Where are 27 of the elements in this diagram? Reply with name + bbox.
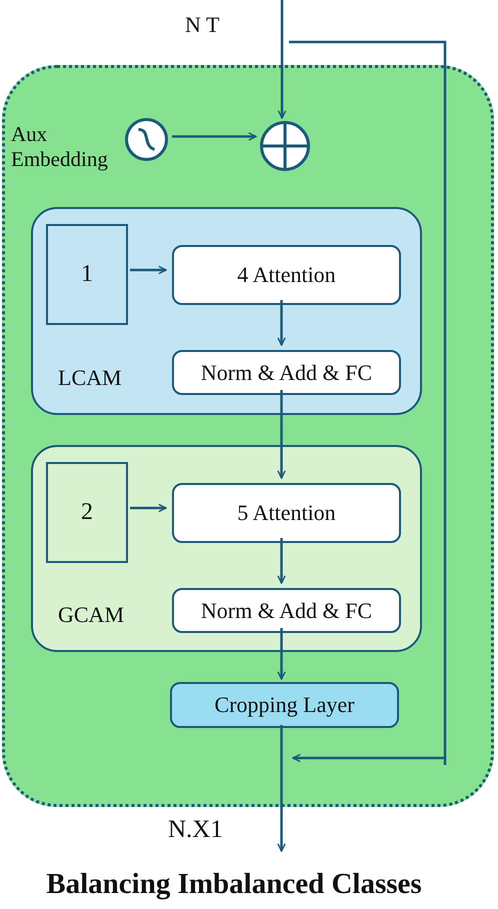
panel-label: GCAM (58, 602, 124, 628)
process-box: Norm & Add & FC (172, 350, 401, 395)
module-panel (31, 445, 422, 652)
arrow (172, 132, 257, 141)
arrow (277, 390, 286, 479)
module-container (2, 65, 494, 807)
input-block: 2 (46, 462, 128, 563)
panel-label: LCAM (58, 365, 122, 391)
arrow (130, 266, 167, 274)
arrow (277, 300, 286, 346)
process-box: Cropping Layer (170, 682, 399, 728)
signal-label: N.X1 (168, 816, 223, 844)
process-box: Norm & Add & FC (172, 588, 401, 633)
arrow (130, 504, 167, 512)
module-panel (31, 207, 422, 415)
add-operator-circle (260, 121, 310, 171)
node-caption: Aux Embedding (11, 122, 109, 172)
arrow (278, 0, 286, 119)
process-box: 5 Attention (172, 483, 401, 543)
arrow (277, 538, 286, 584)
embedding-circle (125, 118, 168, 161)
signal-label: N T (185, 12, 220, 38)
arrow (277, 725, 286, 852)
arrow (277, 628, 286, 680)
diagram-title: Balancing Imbalanced Classes (45, 868, 423, 901)
input-block: 1 (46, 224, 128, 325)
process-box: 4 Attention (172, 245, 401, 305)
